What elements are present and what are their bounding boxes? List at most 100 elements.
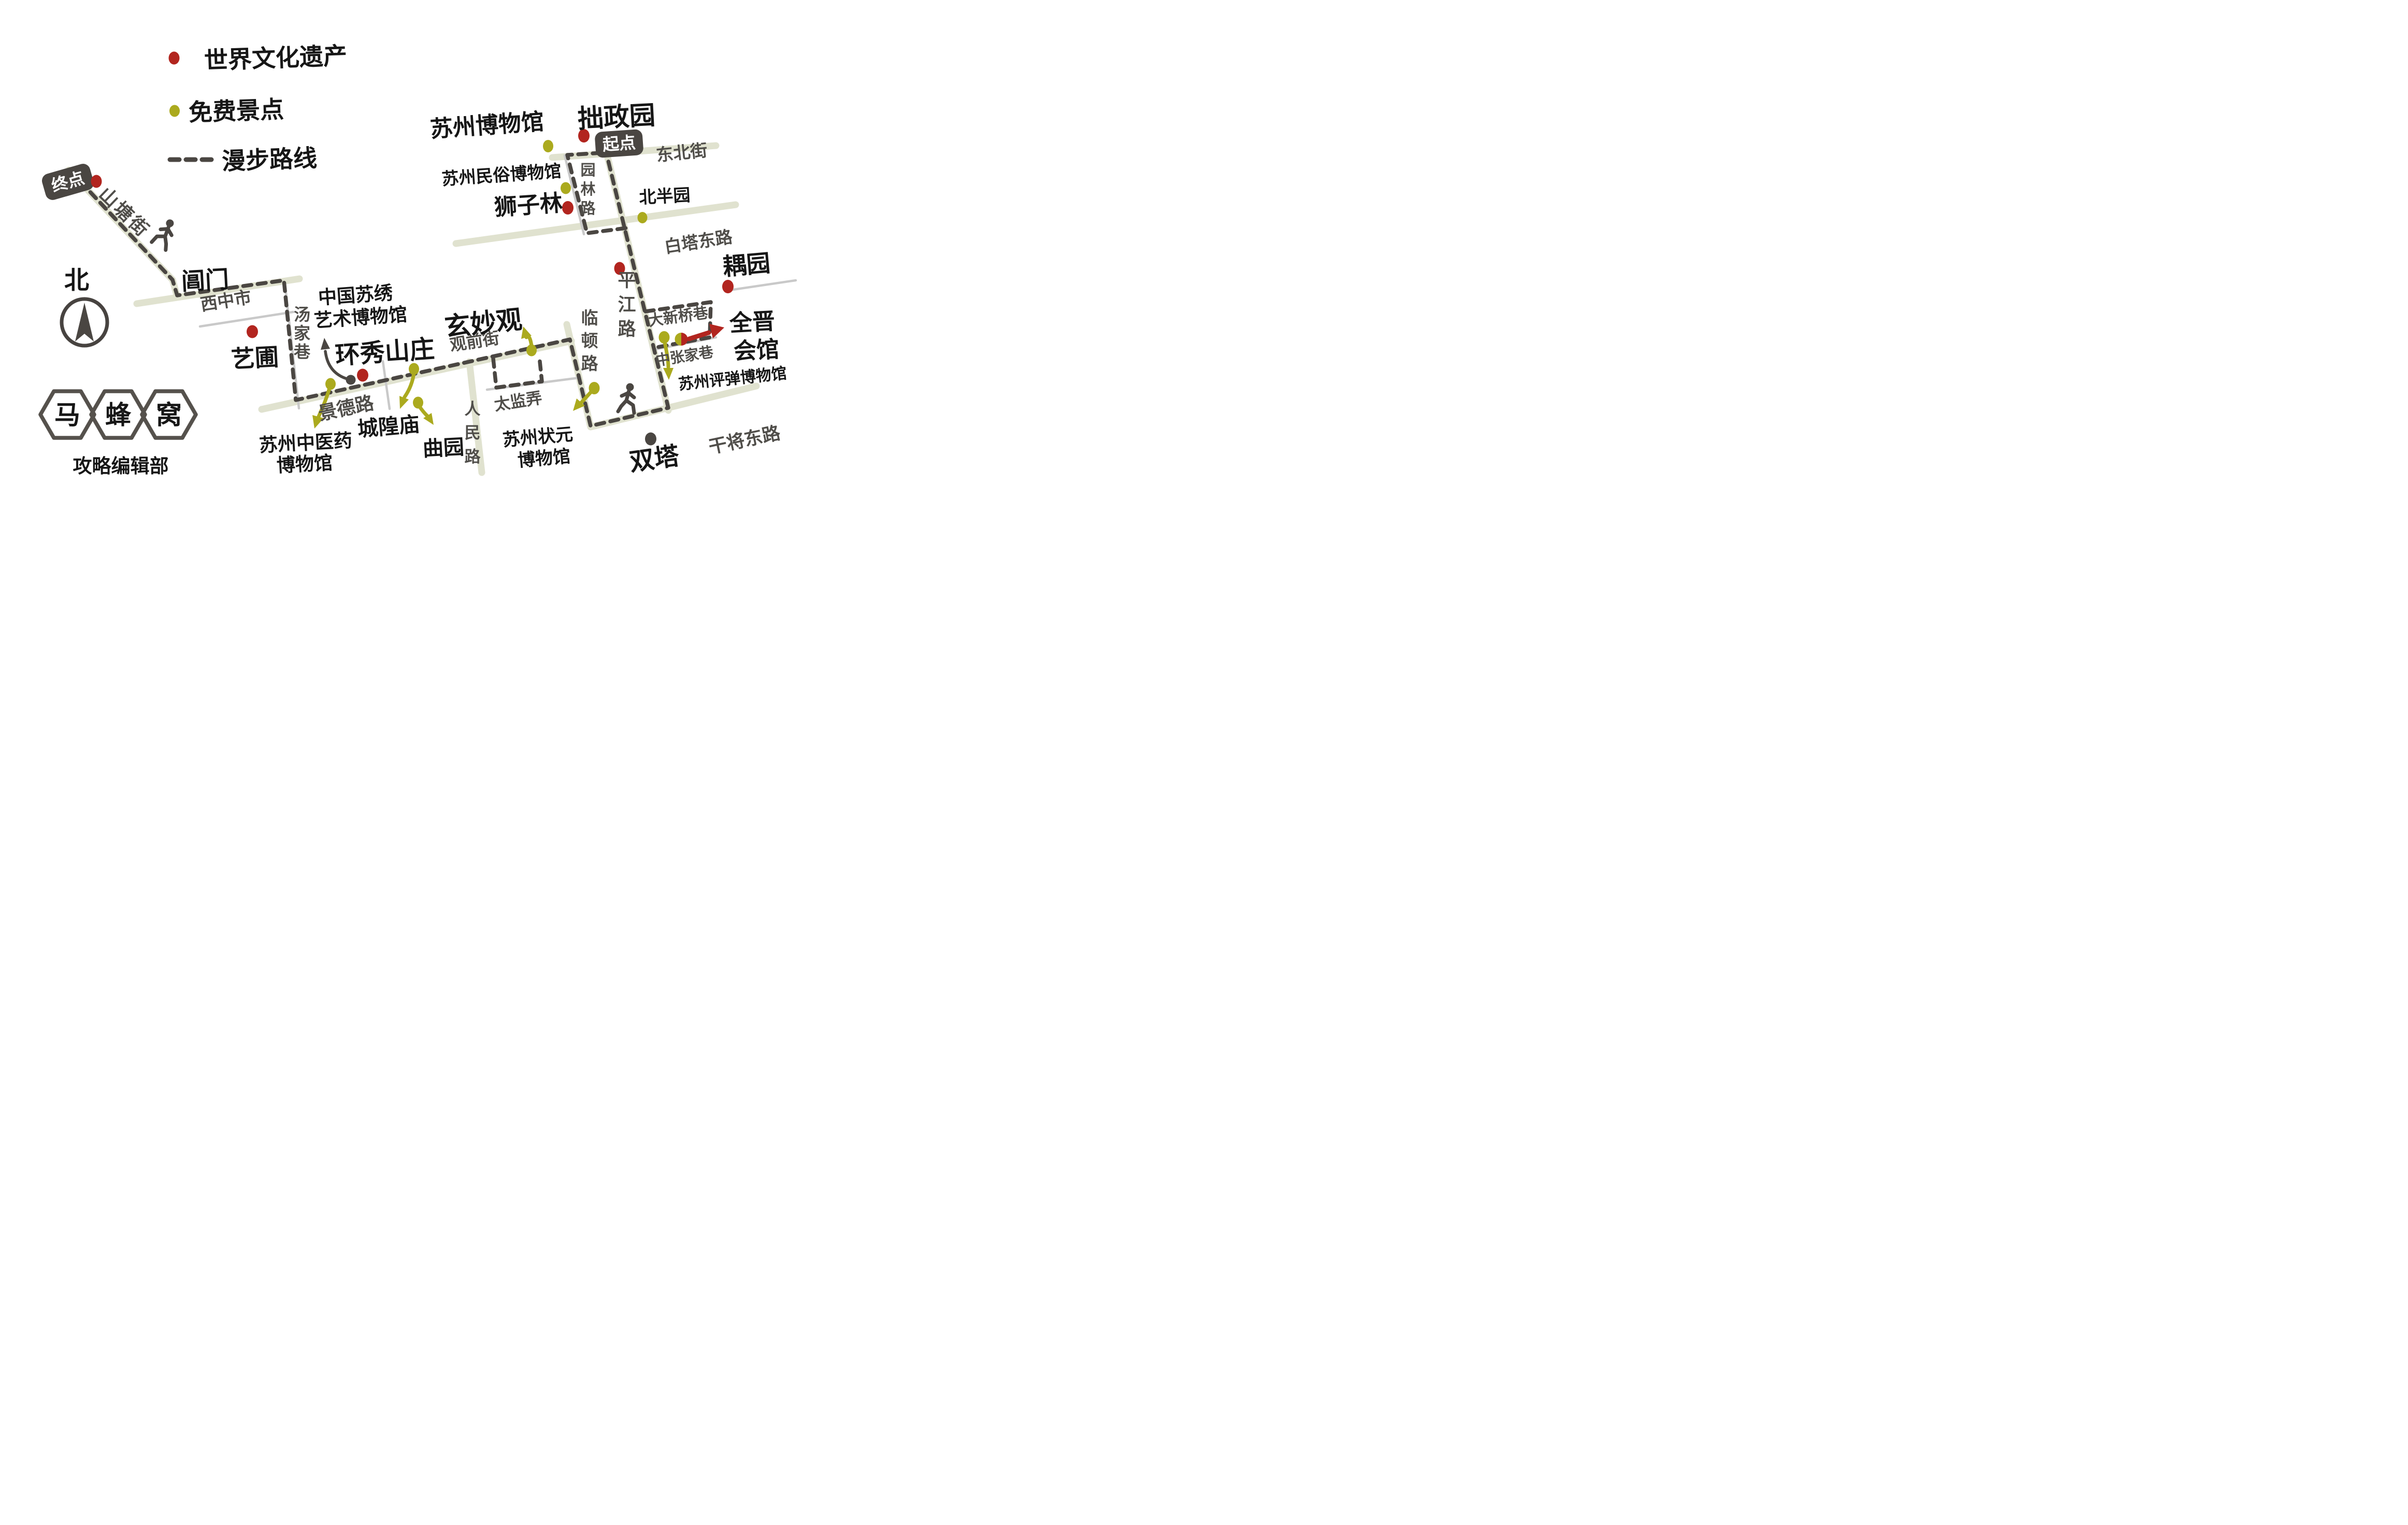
legend-heritage-label: 世界文化遗产 [204,42,348,74]
dot-shuangta [645,432,656,446]
suxiu-curve-dot [346,375,356,385]
label-xuanmiao: 玄妙观 [443,305,523,341]
quyuan-arrowhead-icon [423,413,434,425]
free-dots [325,140,670,409]
label-pingjianglu: 平江路 [618,270,636,339]
route-yuanlinlu-loop [565,151,628,235]
xuanmiao-arrowhead-icon [521,326,532,339]
label-zhongyiyao-line2: 博物馆 [276,452,333,476]
dot-zhuozhengyuan [578,129,590,142]
zhongyiyao-arrowhead-icon [312,415,324,429]
road-baitadonglu [452,201,739,247]
chenghuang-arrowhead-icon [399,396,409,409]
label-suxiu-line1: 中国苏绣 [318,282,394,308]
label-zhongyiyao-line1: 苏州中医药 [259,430,353,455]
lane-ouyuan-spur [728,279,797,292]
legend: 世界文化遗产 免费景点 漫步路线 [167,42,348,175]
lane-jingde-cross [381,360,391,410]
hexagon-icon [89,389,147,440]
dark-arrow-suxiu [321,338,356,385]
place-labels: 阊门 苏州博物馆 拙政园 苏州民俗博物馆 狮子林 北半园 耦园 全晋 会馆 苏州… [181,101,788,476]
label-zhuangyuan-line2: 博物馆 [517,447,571,471]
road-renminlu [466,358,485,476]
suzhou-walk-map: 世界文化遗产 免费景点 漫步路线 北 马 蜂 窝 攻略编辑部 终点 起点 [0,0,802,508]
label-quyuan: 曲园 [422,436,465,461]
label-shizilin: 狮子林 [493,190,563,220]
label-minsu-museum: 苏州民俗博物馆 [441,161,562,189]
dot-pingjianglu-site [614,262,625,275]
dot-zhongyiyao [325,378,336,390]
logo-char: 窝 [156,401,182,430]
dot-beibanyuan [637,212,648,223]
dot-huanxiushanzhuang [357,368,368,382]
label-ganjiangdonglu: 干将东路 [707,423,783,458]
heritage-dots [91,129,734,382]
dot-chenghuangmiao [409,363,419,375]
logo-char: 马 [54,401,80,430]
label-changmen: 阊门 [181,266,230,295]
dot-ouyuan [722,280,734,293]
label-lindunlu: 临顿路 [581,308,599,373]
dot-minsu-museum [561,182,571,194]
hexagon-icon [38,389,96,440]
label-yipu: 艺圃 [231,344,280,373]
label-quanjin-line2: 会馆 [733,337,780,365]
walker-icon [150,219,174,252]
quyuan-arrow [418,405,429,418]
label-dongbeijie: 东北街 [655,140,708,165]
quanjin-arrow [686,330,711,341]
label-chenghuang: 城隍庙 [356,413,420,441]
label-yuanlinlu: 园林路 [580,162,596,217]
logo-caption: 攻略编辑部 [73,455,169,477]
dot-shantangjie-site [91,175,102,188]
label-quanjin-line1: 全晋 [728,308,776,337]
compass-icon [60,297,109,348]
legend-route-label: 漫步路线 [221,145,318,175]
legend-free-label: 免费景点 [188,96,284,126]
dot-yipu [247,325,258,338]
lane-xizhongshi-south [198,310,295,328]
zhuangyuan-arrow [579,389,594,405]
dot-suzhou-museum [543,140,553,152]
compass: 北 [60,267,109,348]
start-badge: 起点 [595,129,643,158]
label-renminlu: 人民路 [465,400,481,466]
quanjin-arrowhead-icon [709,324,724,338]
walker-icon [616,383,636,415]
mafengwo-logo: 马 蜂 窝 攻略编辑部 [38,389,198,477]
dot-shizilin [562,201,574,215]
label-suzhou-museum: 苏州博物馆 [429,109,545,142]
red-arrow-quanjin [686,324,724,341]
hexagon-icon [140,389,198,440]
xuanmiao-arrow [524,334,534,348]
suxiu-arrowhead-icon [321,338,330,350]
pingtan-arrow [663,340,670,369]
label-beibanyuan: 北半园 [639,185,691,207]
label-baitadonglu: 白塔东路 [663,227,734,256]
route-taijianlong-loop [491,354,544,390]
dot-xuanmiaoguan [526,344,537,357]
end-badge: 终点 [42,164,94,200]
label-huanxiu: 环秀山庄 [334,335,435,369]
dot-quanjin-split [675,333,688,346]
label-shuangta: 双塔 [628,442,681,476]
walk-route-layer [68,151,713,428]
label-tangjiaxiang: 汤家巷 [293,305,311,361]
zhuangyuan-arrowhead-icon [573,398,585,411]
label-ouyuan: 耦园 [722,249,771,280]
chenghuang-arrow [403,371,416,399]
label-zhuozhengyuan: 拙政园 [577,101,656,134]
label-taijianlong: 太监弄 [493,389,543,414]
zhongyiyao-arrow [317,386,332,419]
legend-free-dot [169,105,180,117]
dot-pingtan [658,331,670,344]
route-main [68,154,670,428]
compass-north-label: 北 [64,267,89,294]
legend-heritage-dot [168,51,180,65]
label-zhuangyuan-line1: 苏州状元 [502,424,574,450]
olive-arrows [312,326,673,429]
logo-char: 蜂 [105,401,132,430]
start-badge-label: 起点 [602,133,636,154]
lane-yuanlinlu [563,154,585,236]
pingtan-arrowhead-icon [663,368,673,380]
